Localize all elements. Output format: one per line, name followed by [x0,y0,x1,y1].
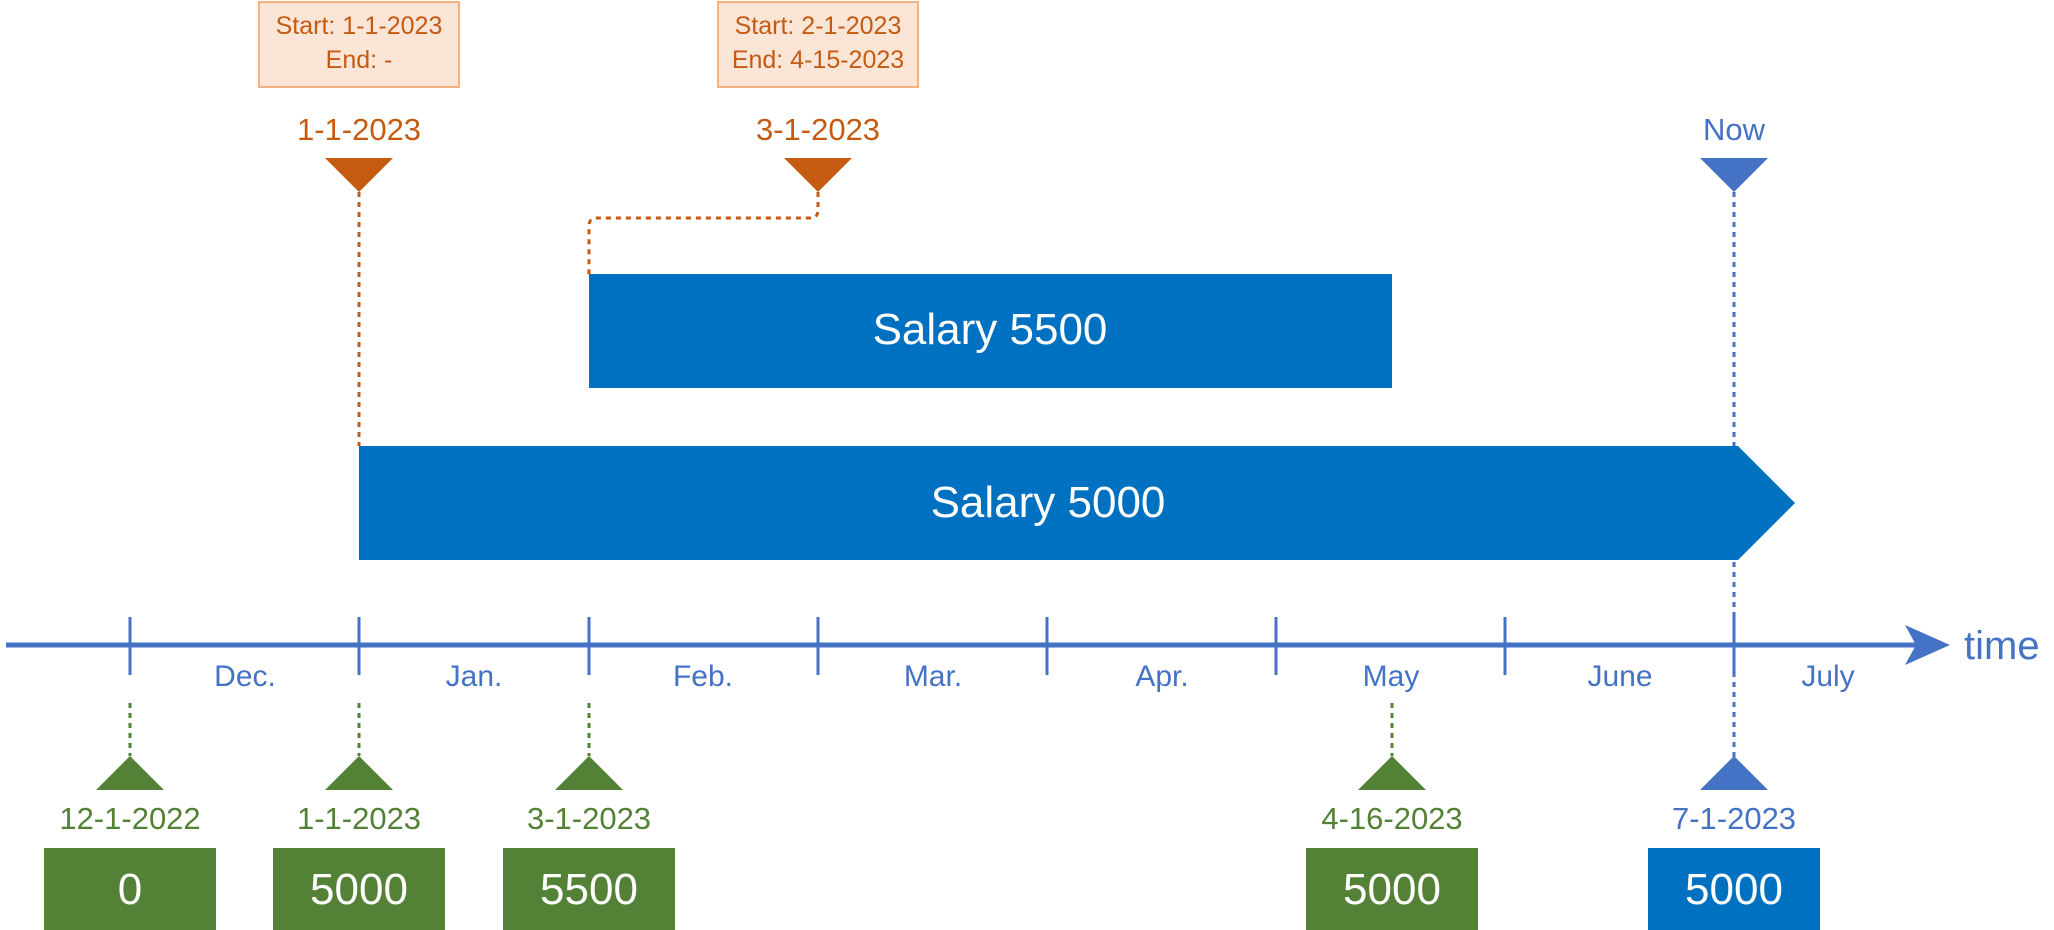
bottom-marker-3-value: 5500 [540,865,638,914]
salary-5500-bar: Salary 5500 [589,274,1392,388]
bottom-marker-2: 1-1-2023 5000 [273,703,445,930]
note-box-2-end: End: 4-15-2023 [732,46,904,74]
bottom-marker-4: 4-16-2023 5000 [1306,703,1478,930]
month-label-dec: Dec. [214,660,276,693]
note-box-2: Start: 2-1-2023 End: 4-15-2023 [717,1,919,88]
bottom-marker-2-date: 1-1-2023 [297,801,421,836]
top-marker-2-connector [587,192,820,275]
bottom-marker-now-date: 7-1-2023 [1672,801,1796,836]
bottom-marker-3-triangle [555,756,623,790]
month-label-feb: Feb. [673,660,733,693]
top-marker-1-triangle [325,158,393,192]
salary-5000-label: Salary 5000 [931,478,1166,527]
bottom-marker-3-date: 3-1-2023 [527,801,651,836]
bottom-marker-3: 3-1-2023 5500 [503,703,675,930]
note-box-1-start: Start: 1-1-2023 [276,12,443,40]
now-label: Now [1703,112,1766,147]
month-label-mar: Mar. [904,660,962,693]
bottom-marker-1: 12-1-2022 0 [44,703,216,930]
note-box-1: Start: 1-1-2023 End: - [258,1,460,88]
axis-arrowhead [1905,625,1950,665]
note-box-1-end: End: - [326,46,393,74]
bottom-marker-1-value: 0 [118,865,142,914]
top-marker-2-triangle [784,158,852,192]
bottom-marker-1-date: 12-1-2022 [59,801,200,836]
month-label-may: May [1363,660,1420,693]
month-label-july: July [1801,660,1854,693]
bottom-marker-now-triangle [1700,756,1768,790]
salary-5000-bar: Salary 5000 [359,446,1795,560]
note-box-2-start: Start: 2-1-2023 [735,12,902,40]
now-triangle [1700,158,1768,192]
bottom-marker-now: 7-1-2023 5000 [1648,756,1820,930]
axis-label: time [1964,624,2040,668]
salary-5500-label: Salary 5500 [873,305,1108,354]
month-label-apr: Apr. [1135,660,1188,693]
month-label-jan: Jan. [446,660,503,693]
bottom-marker-1-triangle [96,756,164,790]
top-marker-2-date: 3-1-2023 [756,112,880,147]
time-axis: time Dec. Jan. Feb. Mar. Apr. May June J… [6,617,2040,693]
bottom-marker-2-triangle [325,756,393,790]
bottom-marker-now-value: 5000 [1685,865,1783,914]
month-label-june: June [1587,660,1652,693]
bottom-marker-4-value: 5000 [1343,865,1441,914]
bottom-marker-4-date: 4-16-2023 [1321,801,1462,836]
bottom-marker-4-triangle [1358,756,1426,790]
bottom-marker-2-value: 5000 [310,865,408,914]
top-marker-1-date: 1-1-2023 [297,112,421,147]
